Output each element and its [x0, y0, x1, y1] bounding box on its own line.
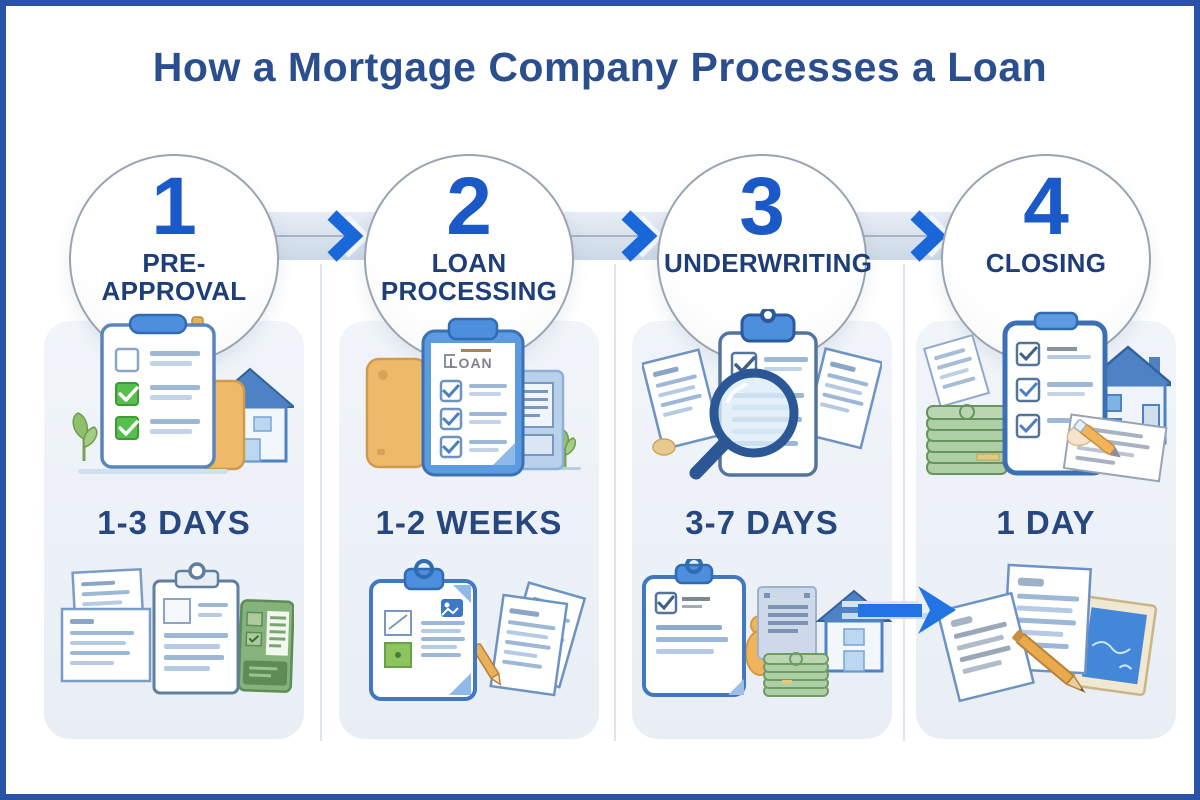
loan-clipboard-illustration: LOAN	[365, 317, 581, 477]
money-card-icon	[237, 599, 295, 693]
step-1-number: 1	[151, 161, 197, 252]
document-icon	[489, 593, 569, 697]
step-4-badge: 4 CLOSING	[941, 154, 1151, 364]
document-icon	[802, 347, 884, 450]
clipboard-documents-illustration	[369, 559, 587, 701]
loan-clipboard-icon: LOAN	[421, 317, 525, 477]
hand-icon	[652, 438, 676, 456]
photo-frame-icon	[1071, 595, 1158, 697]
arrow-step2-to-step3	[555, 210, 675, 262]
document-icon	[936, 591, 1036, 703]
column-divider	[903, 264, 905, 741]
plant-icon	[72, 412, 98, 461]
magnifying-glass-icon	[689, 368, 799, 480]
document-icon	[923, 333, 991, 408]
clipboard-icon	[100, 313, 216, 469]
building-document-icon	[503, 369, 565, 471]
document-icon	[60, 607, 152, 683]
step-3-number: 3	[739, 161, 785, 252]
document-icon	[640, 348, 722, 451]
step-2-label: LOAN PROCESSING	[380, 247, 558, 306]
step-1-duration: 1-3 DAYS	[97, 504, 251, 541]
money-stack-icon	[926, 404, 1008, 475]
money-stack-icon	[763, 652, 829, 697]
page-title: How a Mortgage Company Processes a Loan	[152, 44, 1048, 90]
step-3-label: UNDERWRITING	[664, 247, 873, 278]
step-1-label: PRE-APPROVAL	[101, 247, 247, 306]
chevron-right-icon	[621, 210, 665, 262]
arrow-step1-to-step2	[261, 210, 381, 262]
loan-processing-documents-illustration	[349, 559, 589, 714]
clipboard-icon	[152, 562, 240, 695]
step-2-card: LOAN	[339, 317, 599, 739]
column-divider	[320, 264, 322, 741]
folder-icon	[365, 357, 429, 469]
arrow-band-line	[848, 235, 950, 237]
clipboard-money-house-illustration	[642, 556, 893, 697]
step-4-duration: 1 DAY	[996, 504, 1096, 541]
documents-money-illustration	[60, 562, 295, 695]
pre-approval-documents-illustration	[54, 559, 295, 714]
step-2-duration: 1-2 WEEKS	[375, 504, 563, 541]
step-4-card: 1 DAY	[916, 311, 1177, 739]
pen-icon	[1066, 419, 1121, 458]
arrow-band-line	[265, 235, 367, 237]
arrow-band-line	[559, 235, 661, 237]
clipboard-header-text: LOAN	[449, 355, 493, 371]
column-divider	[614, 264, 616, 741]
underwriting-assets-illustration	[632, 556, 893, 714]
step-2-number: 2	[446, 161, 492, 252]
step-4-label: CLOSING	[985, 247, 1107, 278]
clipboard-magnifier-illustration	[640, 307, 884, 480]
step-3-badge: 3 UNDERWRITING	[657, 154, 873, 364]
clipboard-checklist-illustration	[72, 313, 297, 474]
step-3-duration: 3-7 DAYS	[685, 504, 839, 541]
clipboard-signing-illustration	[923, 311, 1177, 483]
step-1-card: 1-3 DAYS	[44, 313, 304, 739]
clipboard-icon	[369, 559, 477, 701]
underwriting-illustration	[640, 307, 884, 499]
loan-processing-illustration: LOAN	[349, 309, 589, 499]
chevron-right-icon	[327, 210, 371, 262]
step-3-card: 3-7 DAYS	[632, 307, 893, 739]
pre-approval-illustration	[54, 309, 297, 499]
documents-photo-illustration	[936, 563, 1158, 703]
statement-document-icon	[757, 586, 817, 660]
closing-documents-illustration	[926, 559, 1166, 714]
pencil-icon	[1012, 630, 1086, 694]
clipboard-icon	[642, 556, 746, 697]
step-4-number: 4	[1023, 161, 1069, 252]
ground-shadow	[78, 469, 228, 474]
arrow-card3-to-card4	[842, 586, 956, 634]
closing-illustration	[921, 309, 1177, 499]
